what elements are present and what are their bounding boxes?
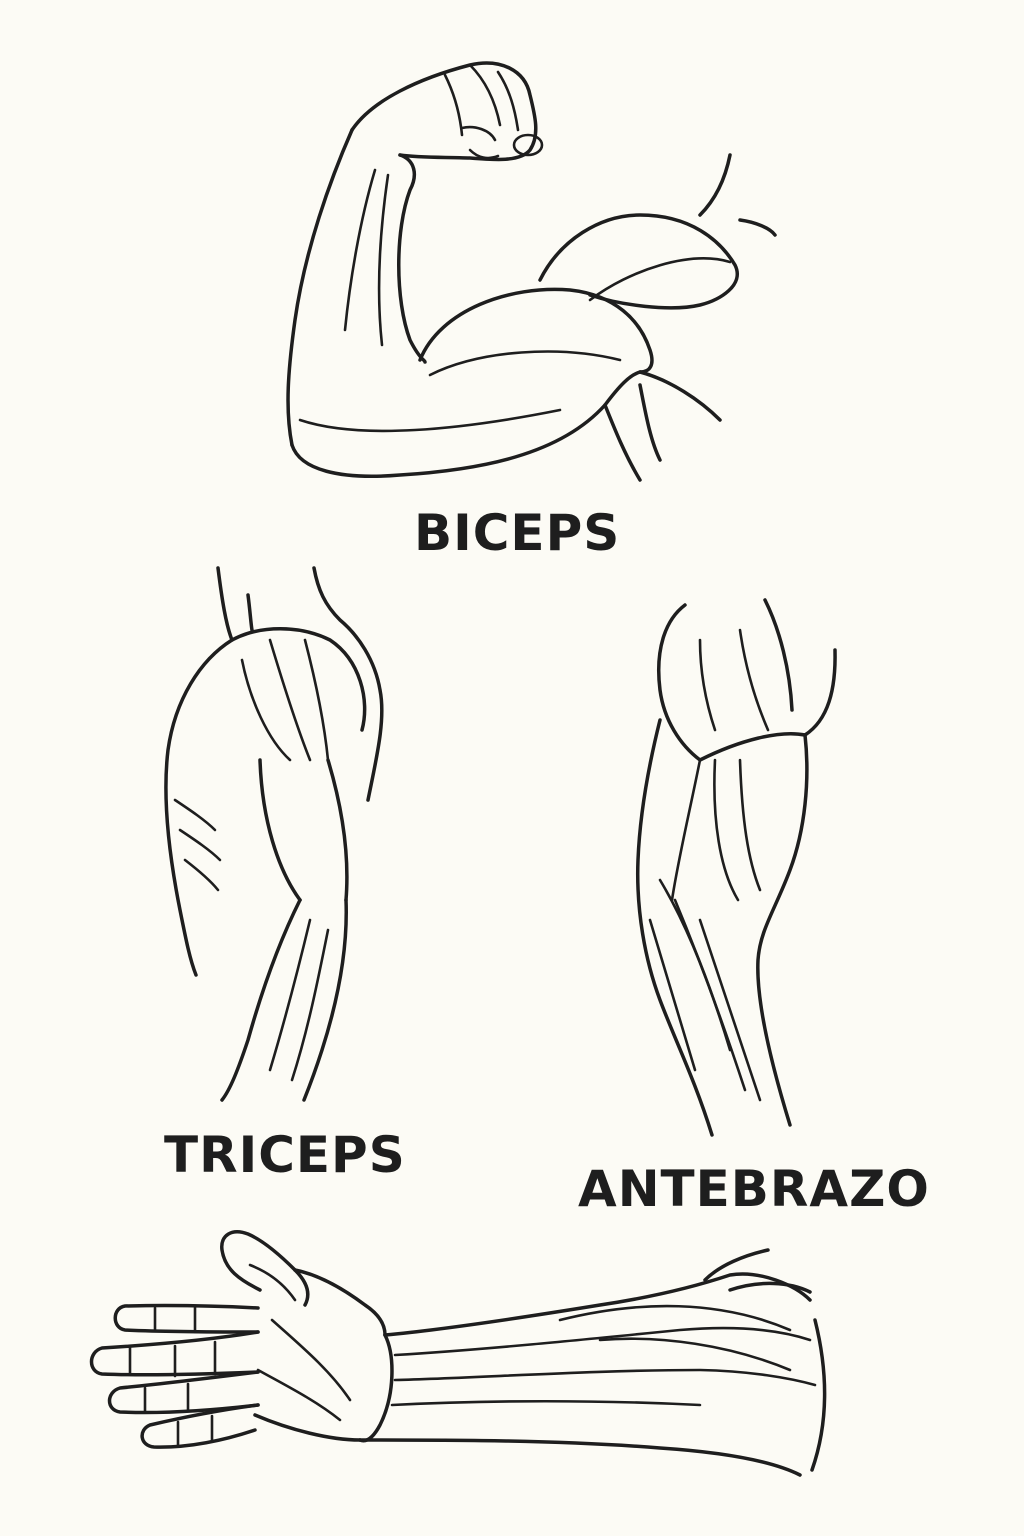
antebrazo-label: ANTEBRAZO bbox=[578, 1160, 930, 1218]
triceps-arm-drawing bbox=[164, 566, 384, 1102]
biceps-arm-drawing bbox=[286, 61, 777, 482]
extended-arm-drawing bbox=[89, 1230, 827, 1477]
triceps-label: TRICEPS bbox=[164, 1126, 406, 1184]
biceps-label: BICEPS bbox=[414, 504, 621, 562]
antebrazo-arm-drawing bbox=[635, 598, 837, 1137]
